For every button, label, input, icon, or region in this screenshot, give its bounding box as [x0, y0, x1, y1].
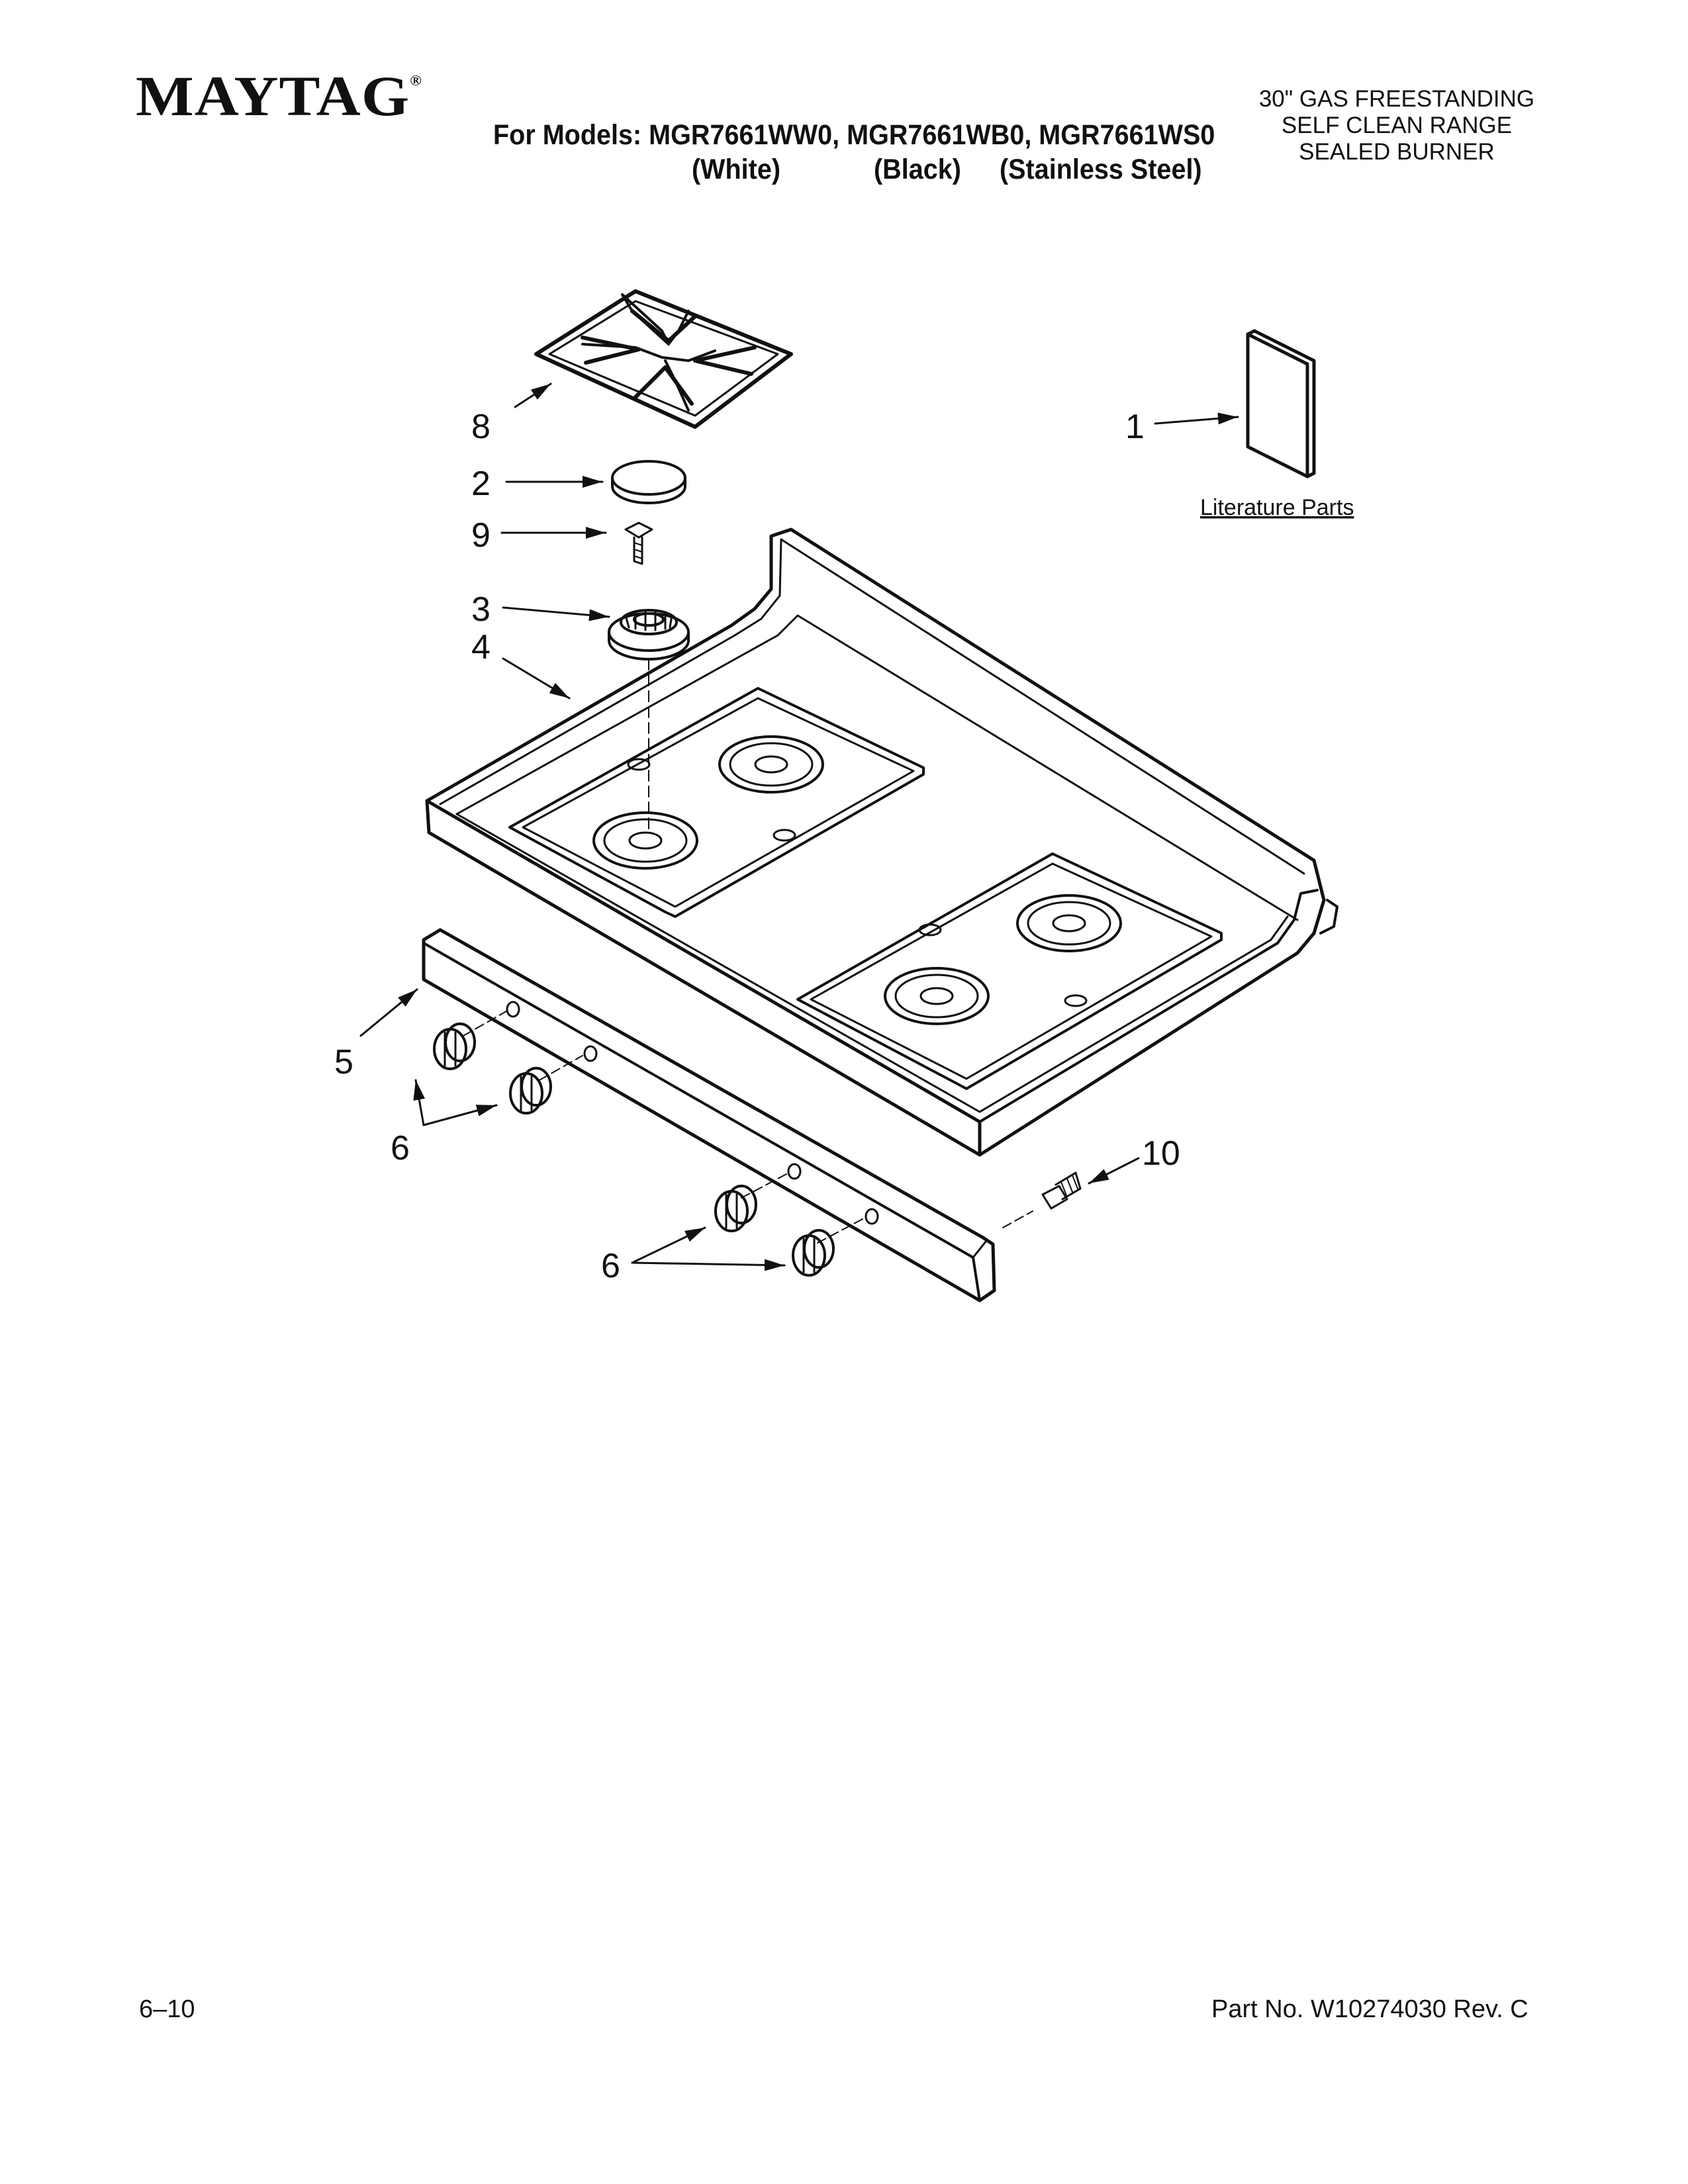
- control-knobs: [433, 1023, 835, 1277]
- literature-booklet: [1246, 329, 1316, 478]
- callout-3: 3: [471, 590, 491, 629]
- control-panel-trim: [422, 928, 1033, 1302]
- literature-parts-label: Literature Parts: [1200, 495, 1354, 520]
- burner-cap: [611, 460, 686, 504]
- brand-name: MAYTAG: [136, 64, 410, 128]
- product-description: 30" GAS FREESTANDING SELF CLEAN RANGE SE…: [1238, 86, 1556, 165]
- callout-2: 2: [471, 465, 491, 503]
- brand-logo: MAYTAG®: [136, 63, 422, 129]
- product-line-2: SELF CLEAN RANGE: [1281, 113, 1513, 138]
- control-knob: [509, 1067, 552, 1115]
- control-knob: [792, 1229, 835, 1277]
- callout-labels: 8 2 9 3 4 1 Literature Parts 5 6 6 10: [334, 408, 1354, 1285]
- callout-6-left: 6: [391, 1129, 410, 1167]
- callout-9: 9: [471, 516, 491, 555]
- control-knob: [433, 1023, 476, 1070]
- callout-8: 8: [471, 408, 491, 446]
- trademark-symbol: ®: [410, 72, 422, 89]
- callout-6-right: 6: [601, 1247, 620, 1285]
- screw-9: [624, 522, 653, 565]
- callout-4: 4: [471, 628, 491, 666]
- model-color-white: (White): [692, 154, 781, 185]
- models-line: For Models: MGR7661WW0, MGR7661WB0, MGR7…: [493, 119, 1215, 151]
- model-color-stainless: (Stainless Steel): [1000, 154, 1202, 185]
- burner-grate: [534, 289, 793, 429]
- screw-10: [1041, 1171, 1082, 1210]
- cooktop-main-top: [425, 527, 1338, 1157]
- cooktop-burner-openings: [592, 735, 1122, 1025]
- footer-part-number: Part No. W10274030 Rev. C: [1211, 1995, 1528, 2023]
- control-knob: [714, 1185, 757, 1232]
- leader-arrows: [359, 383, 1239, 1271]
- product-line-1: 30" GAS FREESTANDING: [1258, 86, 1535, 112]
- callout-5: 5: [334, 1043, 353, 1081]
- footer-date-code: 6–10: [139, 1995, 195, 2023]
- burner-base: [608, 609, 690, 660]
- callout-10: 10: [1142, 1134, 1180, 1173]
- callout-1: 1: [1125, 408, 1145, 446]
- product-line-3: SEALED BURNER: [1299, 139, 1495, 165]
- model-color-black: (Black): [874, 154, 961, 185]
